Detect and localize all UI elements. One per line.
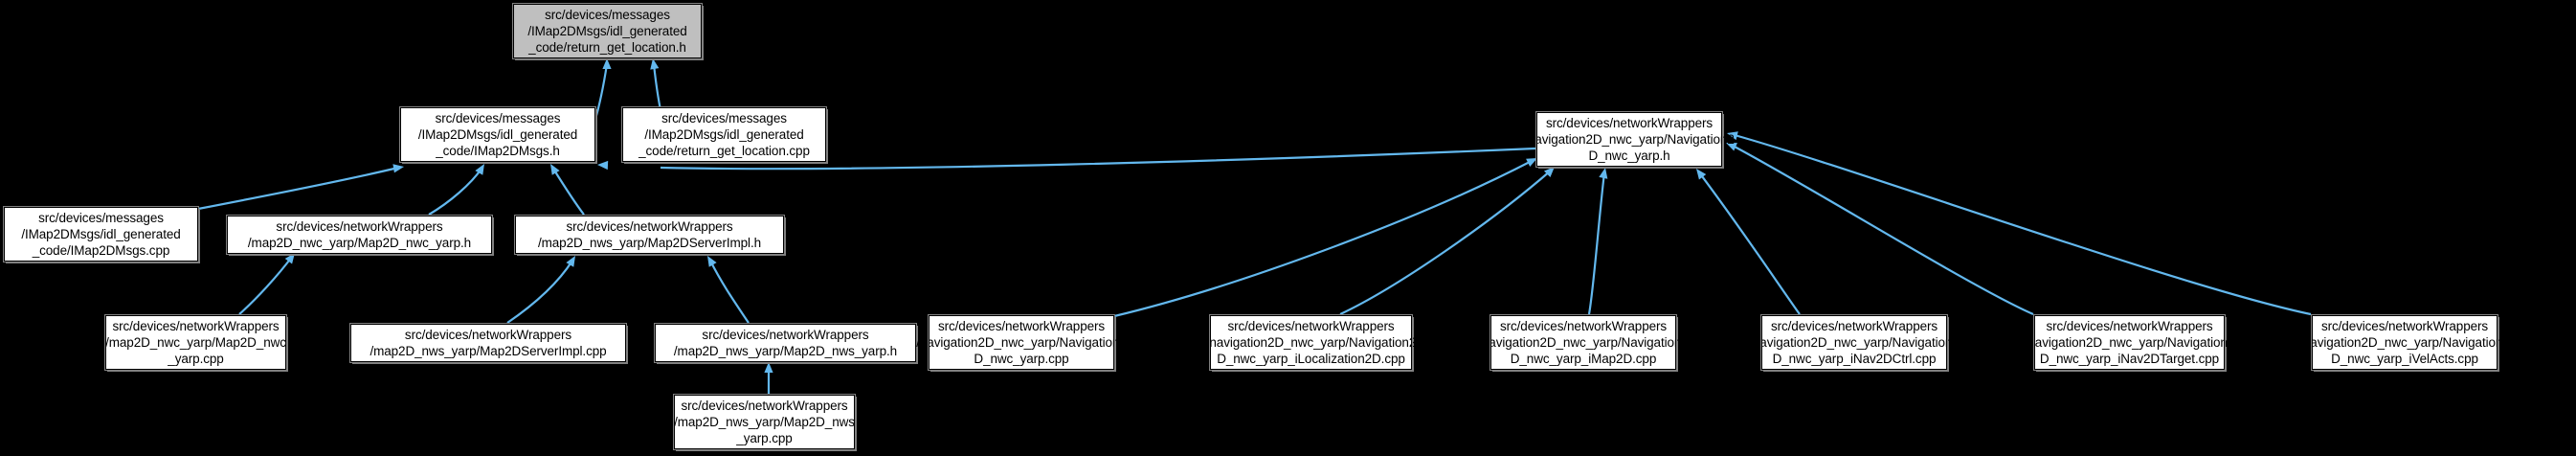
graph-node-label: src/devices/messages /IMap2DMsgs/idl_gen…: [638, 111, 810, 158]
graph-node-label: src/devices/networkWrappers /map2D_nws_y…: [370, 328, 607, 358]
graph-edge: [1698, 171, 1801, 315]
graph-node-label: src/devices/networkWrappers /navigation2…: [2024, 319, 2235, 366]
graph-edge: [1587, 171, 1606, 315]
graph-node-label: src/devices/messages /IMap2DMsgs/idl_gen…: [527, 8, 687, 55]
graph-node-label: src/devices/networkWrappers /map2D_nwc_y…: [247, 219, 472, 250]
graph-node-label: src/devices/messages /IMap2DMsgs/idl_gen…: [417, 111, 578, 158]
graph-node-n7[interactable]: src/devices/networkWrappers /map2D_nwc_y…: [104, 314, 287, 371]
graph-edge: [660, 147, 1536, 171]
graph-edge-arrowhead: [602, 58, 612, 69]
graph-node-n4[interactable]: src/devices/networkWrappers /map2D_nwc_y…: [226, 215, 493, 255]
graph-edge-arrowhead: [597, 160, 609, 171]
graph-edge: [1339, 170, 1552, 315]
graph-node-label: src/devices/networkWrappers /navigation2…: [1205, 319, 1417, 366]
graph-node-n3[interactable]: src/devices/messages /IMap2DMsgs/idl_gen…: [3, 206, 199, 262]
graph-node-label: src/devices/networkWrappers /map2D_nws_y…: [674, 399, 855, 445]
graph-node-n5[interactable]: src/devices/networkWrappers /map2D_nws_y…: [514, 215, 785, 255]
graph-edge: [1732, 145, 2034, 316]
graph-edge-arrowhead: [566, 256, 575, 267]
graph-node-n9[interactable]: src/devices/networkWrappers /map2D_nws_y…: [654, 323, 917, 363]
graph-edge-arrowhead: [1526, 158, 1537, 168]
graph-node-label: src/devices/messages /IMap2DMsgs/idl_gen…: [21, 211, 181, 258]
graph-edge: [197, 166, 399, 211]
graph-node-n13[interactable]: src/devices/networkWrappers /navigation2…: [1749, 314, 1960, 371]
graph-node-label: src/devices/networkWrappers /navigation2…: [1749, 319, 1960, 366]
graph-edge-arrowhead: [284, 253, 295, 264]
graph-edge-arrowhead: [1599, 168, 1608, 179]
graph-node-label: src/devices/networkWrappers /navigation2…: [916, 319, 1127, 366]
graph-edge-arrowhead: [1543, 167, 1555, 178]
graph-node-n11[interactable]: src/devices/networkWrappers /navigation2…: [1206, 314, 1416, 371]
graph-node-label: src/devices/networkWrappers /navigation2…: [2299, 319, 2510, 366]
graph-edge-arrowhead: [392, 164, 404, 173]
graph-node-n0[interactable]: src/devices/messages /IMap2DMsgs/idl_gen…: [512, 3, 703, 59]
graph-edge-arrowhead: [1696, 169, 1707, 180]
graph-edge: [1734, 133, 2312, 316]
graph-edge-arrowhead: [707, 256, 717, 267]
graph-node-label: src/devices/networkWrappers /map2D_nws_y…: [673, 328, 898, 358]
graph-edge-arrowhead: [764, 362, 773, 373]
graph-edge-arrowhead: [1727, 131, 1738, 141]
graph-edge-arrowhead: [475, 164, 484, 175]
graph-edge: [552, 168, 585, 216]
graph-edge: [1113, 160, 1533, 318]
graph-node-label: src/devices/networkWrappers /map2D_nws_y…: [537, 219, 762, 250]
graph-edge-arrowhead: [1726, 143, 1737, 151]
graph-node-n2[interactable]: src/devices/messages /IMap2DMsgs/idl_gen…: [621, 106, 827, 163]
graph-edge-arrowhead: [550, 164, 560, 175]
graph-node-n12[interactable]: src/devices/networkWrappers /navigation2…: [1478, 314, 1689, 371]
graph-node-label: src/devices/networkWrappers /map2D_nwc_y…: [105, 319, 286, 366]
graph-node-n8[interactable]: src/devices/networkWrappers /map2D_nws_y…: [349, 323, 627, 363]
graph-edge: [428, 168, 482, 216]
graph-edge: [709, 260, 750, 324]
graph-node-n15[interactable]: src/devices/networkWrappers /navigation2…: [2299, 314, 2510, 371]
graph-node-n1[interactable]: src/devices/messages /IMap2DMsgs/idl_gen…: [399, 106, 596, 163]
graph-edge: [238, 256, 293, 315]
graph-node-n6[interactable]: src/devices/networkWrappers /navigation2…: [1524, 111, 1735, 168]
graph-edge-arrowhead: [650, 58, 660, 70]
graph-node-n10[interactable]: src/devices/networkWrappers /navigation2…: [916, 314, 1127, 371]
graph-edge: [506, 260, 573, 324]
graph-node-n14[interactable]: src/devices/networkWrappers /navigation2…: [2025, 314, 2234, 371]
graph-node-label: src/devices/networkWrappers /navigation2…: [1478, 319, 1689, 366]
graph-node-n16[interactable]: src/devices/networkWrappers /map2D_nws_y…: [673, 394, 856, 450]
graph-node-label: src/devices/networkWrappers /navigation2…: [1524, 116, 1735, 163]
